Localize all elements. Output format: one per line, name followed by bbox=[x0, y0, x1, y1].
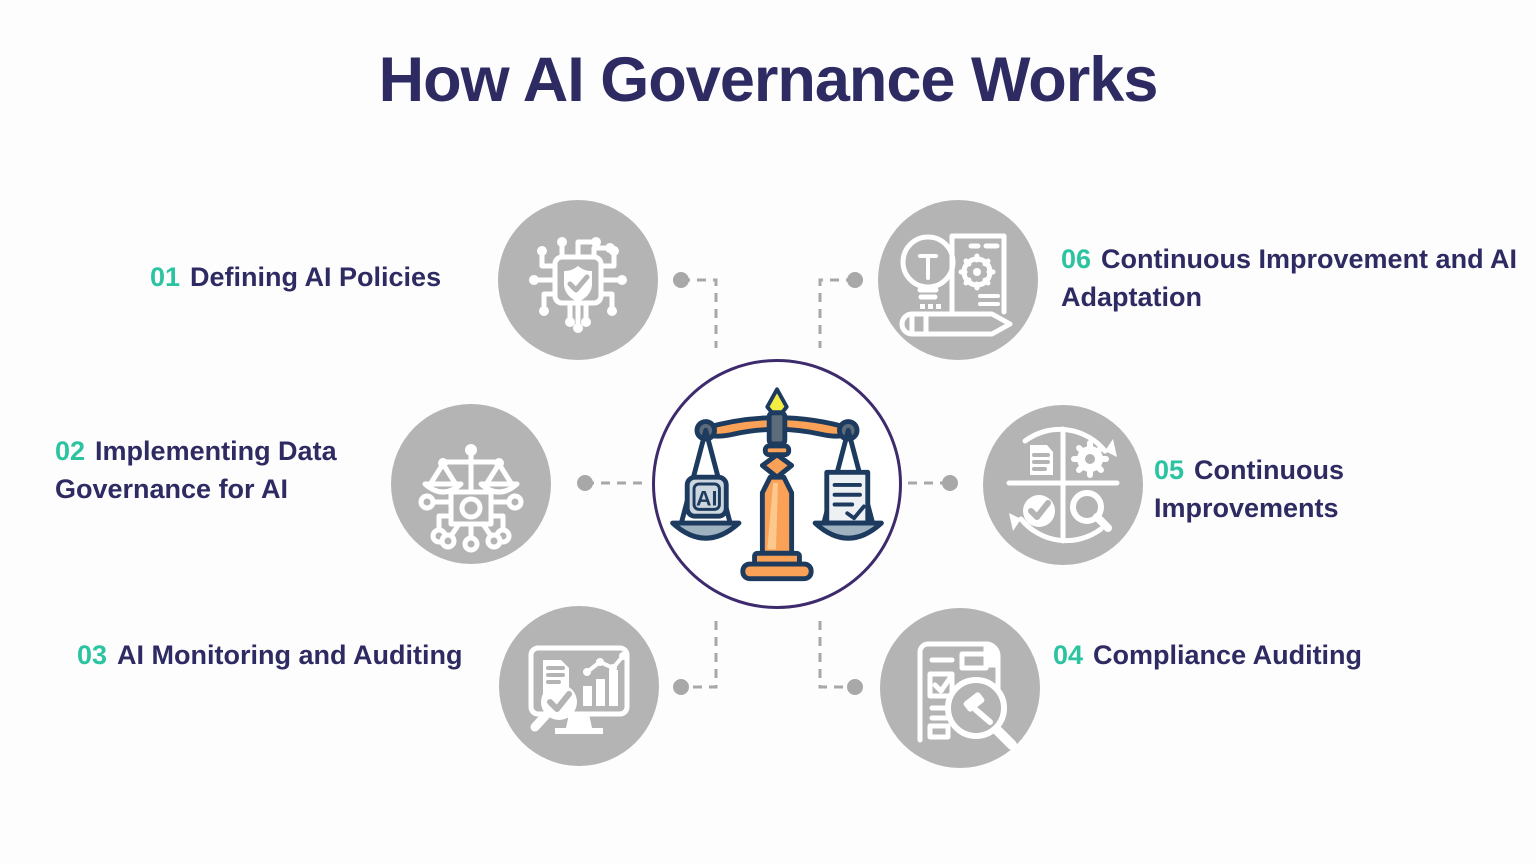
step-04-number: 04 bbox=[1053, 640, 1084, 670]
step-06-text: Continuous Improvement and AI Adaptation bbox=[1061, 244, 1518, 312]
icon-circle-04 bbox=[880, 608, 1040, 768]
step-02-number: 02 bbox=[55, 436, 86, 466]
icon-circle-02 bbox=[391, 404, 551, 564]
icon-circle-06 bbox=[878, 200, 1038, 360]
step-04-text: Compliance Auditing bbox=[1093, 640, 1363, 670]
ai-chip-shield-icon bbox=[529, 237, 627, 333]
ai-chip-label: AI bbox=[696, 486, 717, 510]
step-03-text: AI Monitoring and Auditing bbox=[117, 640, 463, 670]
icon-circle-05 bbox=[983, 405, 1143, 565]
monitor-analytics-magnifier-icon bbox=[528, 645, 630, 734]
step-06-number: 06 bbox=[1061, 244, 1092, 274]
scale-circuit-icon bbox=[418, 444, 524, 553]
step-03-label: 03 AI Monitoring and Auditing bbox=[77, 636, 517, 674]
step-01-text: Defining AI Policies bbox=[190, 262, 442, 292]
step-05-number: 05 bbox=[1154, 455, 1185, 485]
improvement-cycle-icon bbox=[1006, 426, 1120, 544]
checklist-gavel-magnifier-icon bbox=[917, 641, 1017, 750]
step-02-text: Implementing Data Governance for AI bbox=[55, 436, 337, 504]
step-03-number: 03 bbox=[77, 640, 108, 670]
step-01-number: 01 bbox=[150, 262, 181, 292]
icon-circle-03 bbox=[499, 606, 659, 766]
central-balance-scale-illustration: AI bbox=[652, 359, 902, 609]
step-04-label: 04 Compliance Auditing bbox=[1053, 636, 1453, 674]
icon-circle-01 bbox=[498, 200, 658, 360]
step-05-text: Continuous Improvements bbox=[1154, 455, 1345, 523]
step-01-label: 01 Defining AI Policies bbox=[150, 258, 490, 296]
balance-scale-icon: AI bbox=[670, 387, 884, 582]
page-title: How AI Governance Works bbox=[378, 45, 1159, 115]
bulb-document-gear-pencil-icon bbox=[899, 233, 1013, 337]
